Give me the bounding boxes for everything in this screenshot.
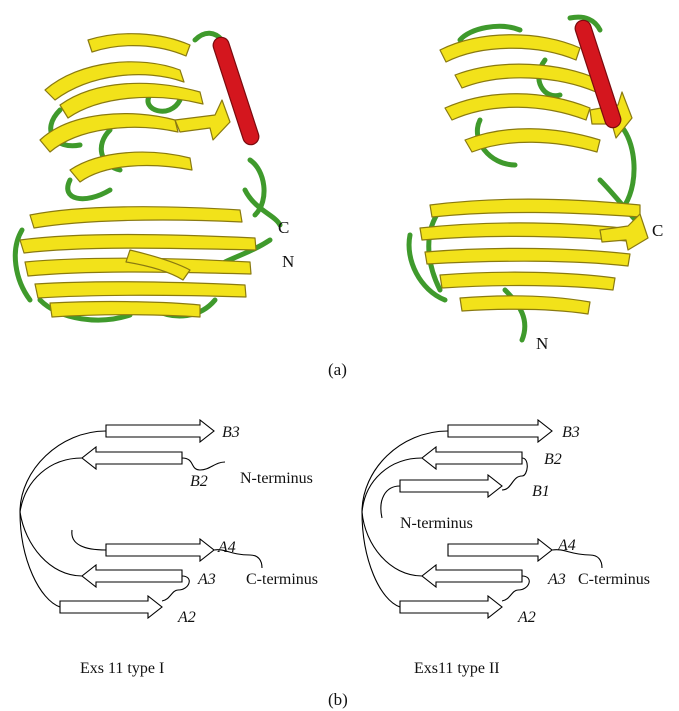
ribbon-structure-type-1 [15, 33, 280, 320]
panel-b-caption: (b) [328, 690, 348, 709]
strand-b2-arrow [422, 447, 522, 469]
strand-a2-arrow [60, 596, 162, 618]
strand-a2-label: A2 [177, 609, 196, 626]
strand-b3-label: B3 [222, 424, 240, 441]
strand-b1-label: B1 [532, 483, 550, 500]
diagram-title-type-2: Exs11 type II [414, 660, 500, 677]
topology-diagram-type-1 [20, 420, 262, 618]
c-terminus-label: C-terminus [246, 571, 318, 588]
strand-a4-label: A4 [217, 539, 236, 556]
terminus-n-label: N [282, 252, 294, 271]
terminus-n-label: N [536, 334, 548, 353]
strand-b1-arrow [400, 475, 502, 497]
strand-a3-arrow [82, 565, 182, 587]
strand-a3-label: A3 [547, 571, 566, 588]
strand-b2-arrow [82, 447, 182, 469]
diagram-title-type-1: Exs 11 type I [80, 660, 164, 677]
n-terminus-label: N-terminus [240, 470, 313, 487]
strand-b2-label: B2 [190, 473, 208, 490]
strand-b3-arrow [448, 420, 552, 442]
strand-b2-label: B2 [544, 451, 562, 468]
strand-a4-arrow [106, 539, 214, 561]
strand-b3-label: B3 [562, 424, 580, 441]
n-terminus-label: N-terminus [400, 515, 473, 532]
topology-diagram-type-2 [362, 420, 602, 618]
strand-a4-arrow [448, 539, 552, 561]
terminus-c-label: C [278, 218, 289, 237]
strand-b3-arrow [106, 420, 214, 442]
terminus-c-label: C [652, 221, 663, 240]
c-terminus-label: C-terminus [578, 571, 650, 588]
strand-a2-label: A2 [517, 609, 536, 626]
strand-a2-arrow [400, 596, 502, 618]
strand-a4-label: A4 [557, 537, 576, 554]
strand-a3-label: A3 [197, 571, 216, 588]
ribbon-structure-type-2 [409, 17, 648, 340]
panel-a-caption: (a) [328, 360, 347, 379]
strand-a3-arrow [422, 565, 522, 587]
